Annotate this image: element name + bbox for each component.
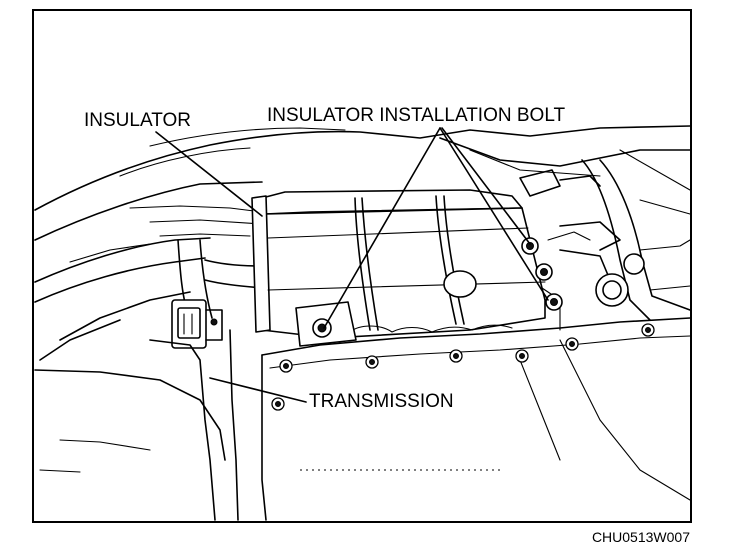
figure-code: CHU0513W007 [592,529,690,545]
label-insulator: INSULATOR [84,110,191,131]
bolt-leader-line-lower [439,127,549,301]
engine-illustration [34,125,691,521]
label-insulator-installation-bolt: INSULATOR INSTALLATION BOLT [267,105,565,126]
transmission-leader-line [209,377,307,403]
insulator [251,189,563,347]
bolt-leader-line-right [441,127,531,245]
insulator-leader-line [155,131,263,217]
label-transmission: TRANSMISSION [309,391,454,412]
transmission-bolts [271,323,655,411]
figure-frame [32,9,692,523]
bolt-leader-line-left [323,127,441,329]
